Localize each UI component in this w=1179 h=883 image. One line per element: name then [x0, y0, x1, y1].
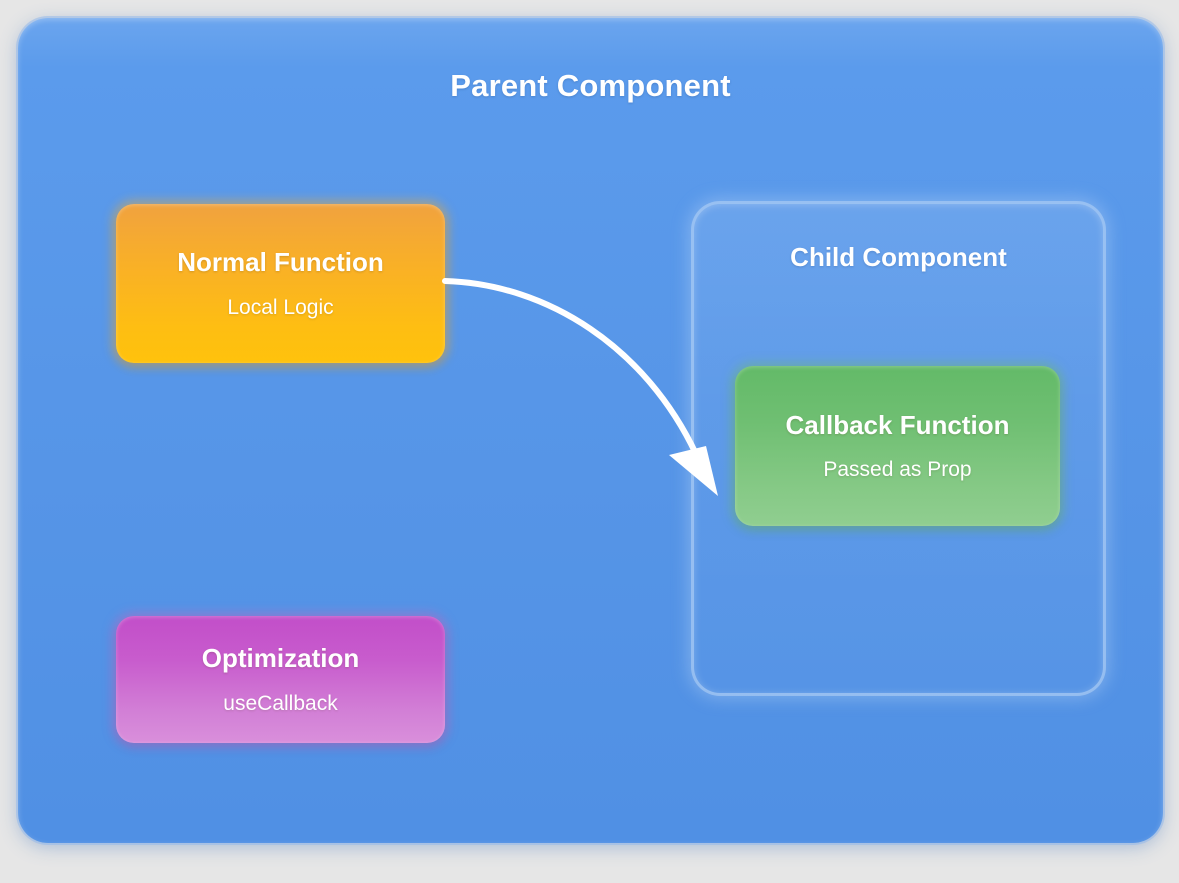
node-callback-function-title: Callback Function [785, 409, 1010, 440]
node-optimization[interactable]: Optimization useCallback [116, 616, 445, 743]
parent-component-title: Parent Component [450, 68, 731, 103]
node-optimization-title: Optimization [201, 643, 360, 674]
node-normal-function-subtitle: Local Logic [227, 295, 334, 319]
node-callback-function-subtitle: Passed as Prop [823, 458, 972, 482]
node-callback-function[interactable]: Callback Function Passed as Prop [735, 366, 1060, 526]
node-optimization-subtitle: useCallback [223, 691, 338, 715]
node-normal-function[interactable]: Normal Function Local Logic [116, 204, 445, 363]
node-normal-function-title: Normal Function [177, 247, 384, 278]
parent-component-container[interactable]: Parent Component Normal Function Local L… [18, 18, 1163, 843]
arrow-normal-to-callback [442, 278, 718, 496]
diagram-canvas: Parent Component Normal Function Local L… [18, 18, 1163, 843]
child-component-title: Child Component [790, 242, 1007, 272]
